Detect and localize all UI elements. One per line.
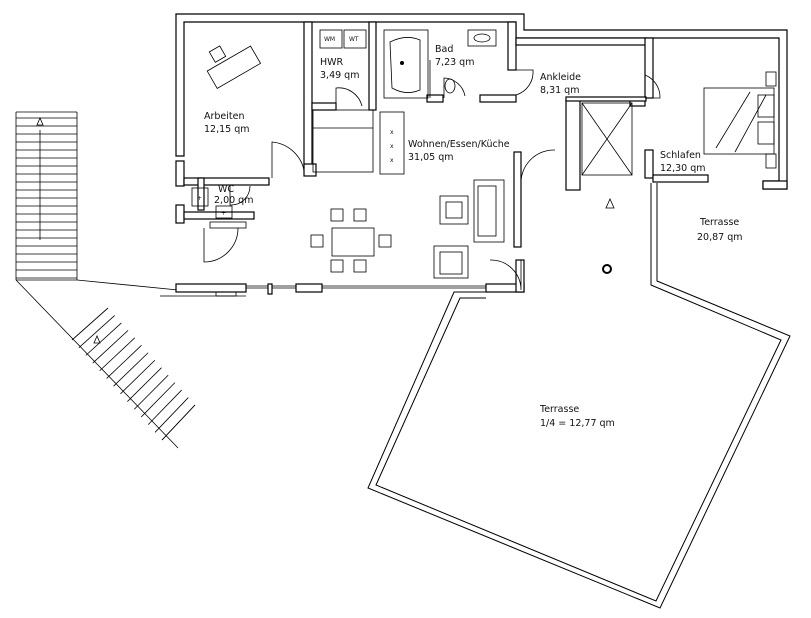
furniture: x x x + + xyxy=(191,29,777,297)
room-arbeiten-area: 12,15 qm xyxy=(204,124,250,135)
stair-tread xyxy=(78,315,115,348)
stair-tread xyxy=(92,330,129,364)
room-wohnen-area: 31,05 qm xyxy=(408,152,454,163)
upper-left-staircase xyxy=(15,111,78,281)
hwr-wt-label: WT xyxy=(349,36,359,43)
terrace-top-area: 20,87 qm xyxy=(697,232,743,243)
room-hwr-name: HWR xyxy=(320,57,344,68)
room-schlafen-area: 12,30 qm xyxy=(660,163,706,174)
svg-text:x: x xyxy=(390,129,394,136)
svg-text:x: x xyxy=(390,143,394,150)
terrace-outline xyxy=(367,183,791,609)
stair-tread xyxy=(140,382,176,418)
stair-tread xyxy=(147,389,182,425)
terrace-bottom-name: Terrasse xyxy=(539,404,579,415)
room-schlafen-name: Schlafen xyxy=(660,150,701,161)
stair-tread xyxy=(99,337,136,372)
room-wc-name: WC xyxy=(218,184,234,195)
room-arbeiten-name: Arbeiten xyxy=(204,111,245,122)
svg-text:+: + xyxy=(197,195,202,202)
shaft xyxy=(581,102,633,209)
room-bad-area: 7,23 qm xyxy=(435,57,474,68)
stair-tread xyxy=(85,322,122,356)
stair-tread xyxy=(161,404,196,441)
terrace-bottom-area: 1/4 = 12,77 qm xyxy=(540,418,615,429)
stair-tread xyxy=(127,367,162,402)
hwr-wm-label: WM xyxy=(324,36,335,43)
stair-tread xyxy=(106,345,142,379)
room-ankleide-area: 8,31 qm xyxy=(540,85,579,96)
room-labels: Arbeiten 12,15 qm HWR 3,49 qm WM WT Bad … xyxy=(204,36,743,429)
room-wc-area: 2,00 qm xyxy=(214,195,253,206)
svg-text:+: + xyxy=(221,210,226,217)
stair-tread xyxy=(154,397,189,433)
terrace-top-name: Terrasse xyxy=(699,217,739,228)
room-bad-name: Bad xyxy=(435,44,453,55)
stair-tread xyxy=(71,307,109,341)
room-ankleide-name: Ankleide xyxy=(540,72,581,83)
doors xyxy=(203,69,661,291)
interior-walls xyxy=(183,21,654,220)
room-hwr-area: 3,49 qm xyxy=(320,70,359,81)
room-wohnen-name: Wohnen/Essen/Küche xyxy=(408,139,510,150)
svg-text:x: x xyxy=(390,157,394,164)
stair-tread xyxy=(134,374,169,410)
house-walls xyxy=(160,13,788,297)
stair-tread xyxy=(120,359,156,395)
lower-left-staircase xyxy=(15,279,196,449)
stair-tread xyxy=(113,352,149,387)
